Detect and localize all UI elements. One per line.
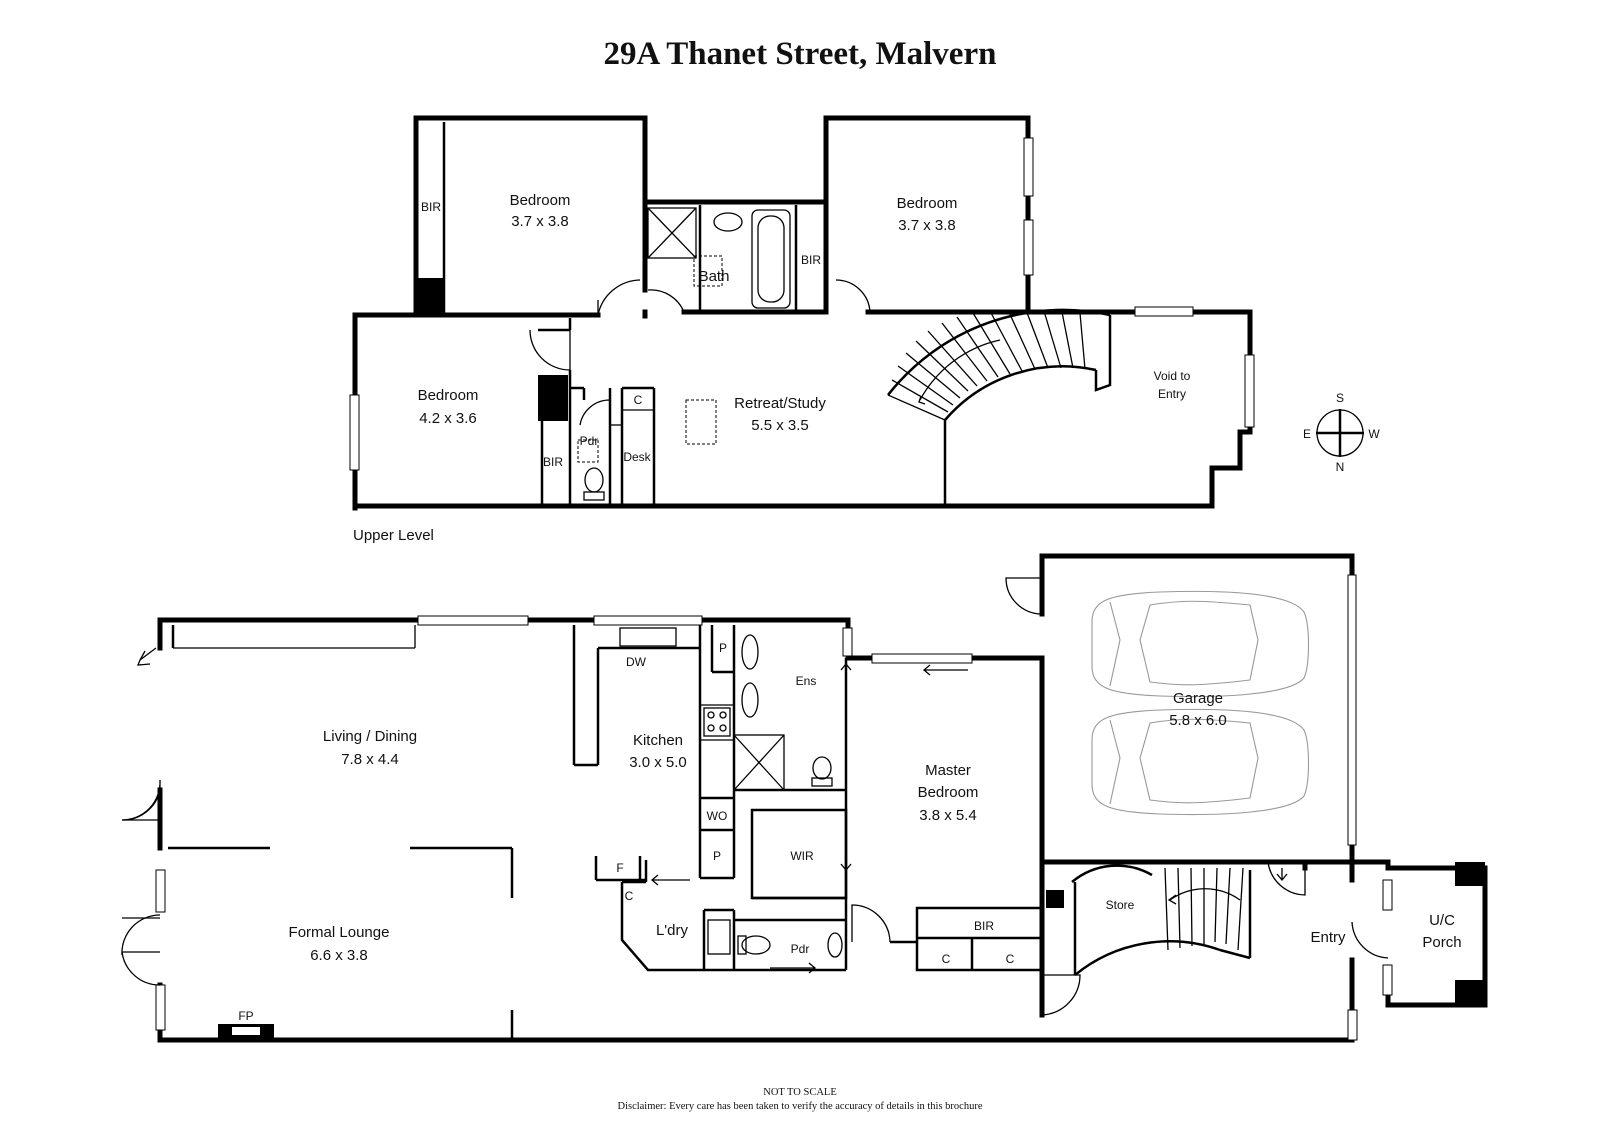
garage-size: 5.8 x 6.0: [1169, 712, 1227, 729]
master-size: 3.8 x 5.4: [919, 807, 977, 824]
compass-s: S: [1336, 391, 1344, 405]
upper-wall-top: [352, 115, 1253, 511]
kitchen-name: Kitchen: [633, 732, 683, 749]
fp-label: FP: [238, 1009, 253, 1023]
wir-label: WIR: [790, 849, 814, 863]
ground-level-plan: [121, 553, 1488, 1043]
not-to-scale-note: NOT TO SCALE: [763, 1087, 837, 1098]
master-c2-label: C: [1006, 952, 1015, 966]
bedroom-ne-name: Bedroom: [897, 195, 958, 212]
bath-label: Bath: [699, 268, 730, 285]
living-size: 7.8 x 4.4: [341, 751, 399, 768]
wo-label: WO: [707, 809, 728, 823]
compass-n: N: [1336, 460, 1345, 474]
bedroom-ne-size: 3.7 x 3.8: [898, 217, 956, 234]
ground-pdr-label: Pdr: [791, 942, 810, 956]
entry-label: Entry: [1310, 929, 1346, 946]
pantry-top-label: P: [719, 641, 727, 655]
retreat-size: 5.5 x 3.5: [751, 417, 809, 434]
compass-icon: S N E W: [1303, 391, 1380, 474]
bir-ne-label: BIR: [801, 253, 821, 267]
ground-room-labels: Living / Dining 7.8 x 4.4 Formal Lounge …: [238, 641, 1461, 1023]
desk-label: Desk: [623, 450, 651, 464]
master-c1-label: C: [942, 952, 951, 966]
upper-pdr-label: Pdr: [580, 434, 599, 448]
upper-cupboard-label: C: [634, 393, 643, 407]
retreat-name: Retreat/Study: [734, 395, 826, 412]
laundry-label: L'dry: [656, 922, 689, 939]
living-name: Living / Dining: [323, 728, 417, 745]
bedroom-nw-name: Bedroom: [510, 192, 571, 209]
store-label: Store: [1106, 898, 1135, 912]
void-label-line2: Entry: [1158, 387, 1186, 401]
formal-name: Formal Lounge: [289, 924, 390, 941]
porch-line1: U/C: [1429, 912, 1455, 929]
master-bir-label: BIR: [974, 919, 994, 933]
pantry-low-label: P: [713, 849, 721, 863]
upper-level-plan: [349, 115, 1255, 511]
master-line2: Bedroom: [918, 784, 979, 801]
formal-size: 6.6 x 3.8: [310, 947, 368, 964]
garage-name: Garage: [1173, 690, 1223, 707]
fridge-label: F: [616, 861, 623, 875]
compass-e: E: [1303, 427, 1311, 441]
ensuite-label: Ens: [796, 674, 817, 688]
ldry-cupboard-label: C: [625, 889, 634, 903]
disclaimer-text: Disclaimer: Every care has been taken to…: [617, 1101, 982, 1112]
upper-room-labels: Bedroom 3.7 x 3.8 Bedroom 3.7 x 3.8 Bedr…: [353, 192, 1191, 544]
car-icon-bottom: [1091, 708, 1309, 816]
plan-title: 29A Thanet Street, Malvern: [604, 36, 997, 72]
master-line1: Master: [925, 762, 971, 779]
void-label-line1: Void to: [1154, 369, 1191, 383]
porch-line2: Porch: [1422, 934, 1461, 951]
car-icon-top: [1091, 590, 1309, 698]
dw-label: DW: [626, 655, 647, 669]
upper-level-label: Upper Level: [353, 527, 434, 544]
bir-w-label: BIR: [543, 455, 563, 469]
bir-nw-label: BIR: [421, 200, 441, 214]
bedroom-w-name: Bedroom: [418, 387, 479, 404]
bedroom-nw-size: 3.7 x 3.8: [511, 213, 569, 230]
bedroom-w-size: 4.2 x 3.6: [419, 410, 477, 427]
compass-w: W: [1368, 427, 1380, 441]
kitchen-size: 3.0 x 5.0: [629, 754, 687, 771]
